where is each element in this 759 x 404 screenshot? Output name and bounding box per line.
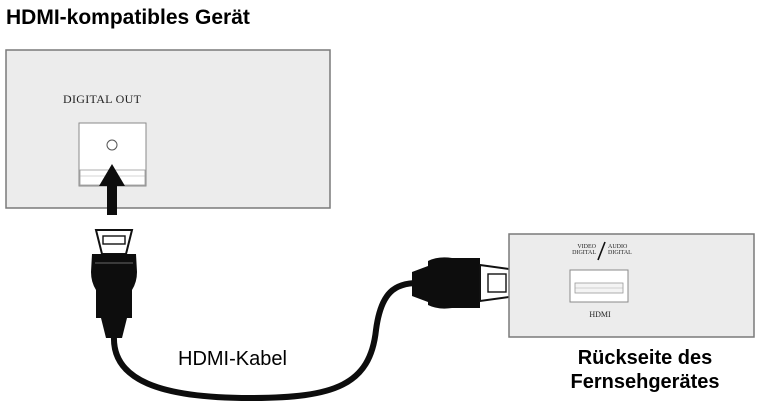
tv-video-digital-label: VIDEO DIGITAL <box>566 244 596 256</box>
tv-hdmi-port-label: HDMI <box>589 310 611 319</box>
source-device-panel <box>5 49 331 209</box>
source-device-title: HDMI-kompatibles Gerät <box>6 6 250 29</box>
label-divider-slash <box>597 241 606 261</box>
tv-hdmi-port <box>569 269 629 303</box>
hdmi-cable-label: HDMI-Kabel <box>178 348 287 370</box>
hdmi-cable <box>110 280 421 402</box>
tv-back-title-line1: Rückseite des <box>577 347 713 369</box>
digital-out-label: DIGITAL OUT <box>63 92 142 106</box>
tv-back-title-line2: Fernsehgerätes <box>570 371 720 393</box>
tv-audio-label-line2: DIGITAL <box>608 250 632 256</box>
hdmi-plug-vertical <box>91 229 137 338</box>
tv-back-title: Rückseite des Fernsehgerätes <box>535 346 755 394</box>
tv-audio-label-line1: AUDIO <box>608 244 628 250</box>
tv-video-label-line1: VIDEO <box>577 244 596 250</box>
tv-back-panel <box>508 233 755 338</box>
tv-audio-digital-label: AUDIO DIGITAL <box>608 244 640 256</box>
tv-video-label-line2: DIGITAL <box>572 250 596 256</box>
arrow-up-icon <box>99 164 125 215</box>
hdmi-plug-horizontal <box>412 257 517 309</box>
